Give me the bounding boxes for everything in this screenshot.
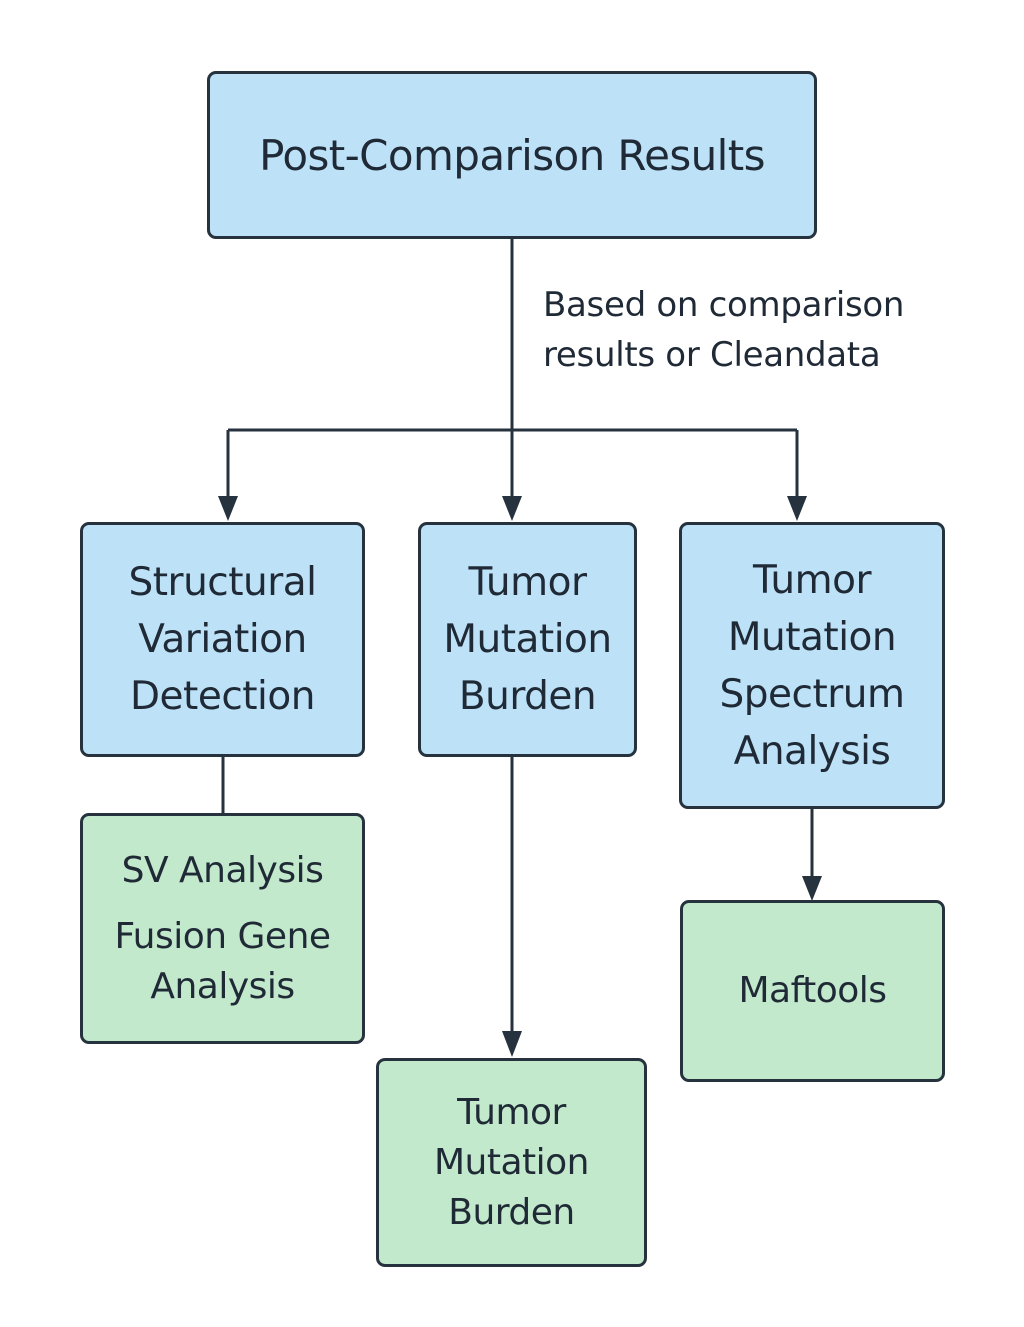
node-label-line: Post-Comparison Results bbox=[259, 130, 765, 180]
tool-sv-analysis: SV Analysis bbox=[121, 849, 324, 891]
node-label-line: Burden bbox=[448, 1191, 575, 1233]
arrowhead-to-tumor-mutation-spectrum bbox=[787, 496, 807, 521]
tool-fusion-gene-analysis: Analysis bbox=[150, 965, 295, 1007]
node-label-line: Maftools bbox=[738, 970, 887, 1011]
node-tumor-mutation-burden-tool: Tumor Mutation Burden bbox=[376, 1058, 647, 1267]
arrowhead-to-structural-variation bbox=[218, 496, 238, 521]
node-label-line: Mutation bbox=[433, 1141, 590, 1183]
arrowhead-to-maftools bbox=[802, 876, 822, 901]
node-label-line: Mutation bbox=[727, 614, 897, 660]
edge-label-line: Based on comparison bbox=[543, 285, 905, 325]
node-label-line: Spectrum bbox=[719, 671, 905, 717]
node-label-line: Detection bbox=[130, 674, 315, 719]
node-label-line: Structural bbox=[128, 560, 317, 605]
node-label-line: Burden bbox=[458, 674, 597, 719]
node-tumor-mutation-spectrum-analysis: Tumor Mutation Spectrum Analysis bbox=[679, 522, 945, 809]
edge-label-comparison-source: Based on comparison results or Cleandata bbox=[543, 280, 904, 380]
node-maftools: Maftools bbox=[680, 900, 945, 1082]
node-label-line: Tumor bbox=[468, 560, 587, 605]
edge-label-line: results or Cleandata bbox=[543, 335, 881, 375]
node-label-line: Mutation bbox=[443, 617, 612, 662]
node-sv-fusion-tools: SV Analysis Fusion Gene Analysis bbox=[80, 813, 365, 1044]
arrowhead-to-tmb-tool bbox=[502, 1031, 522, 1057]
node-label-line: Tumor bbox=[457, 1091, 566, 1133]
node-post-comparison-results: Post-Comparison Results bbox=[207, 71, 817, 239]
node-tumor-mutation-burden: Tumor Mutation Burden bbox=[418, 522, 637, 757]
tool-fusion-gene-analysis: Fusion Gene bbox=[114, 915, 331, 957]
node-label-line: Tumor bbox=[752, 557, 872, 603]
node-structural-variation-detection: Structural Variation Detection bbox=[80, 522, 365, 757]
node-label-line: Analysis bbox=[733, 728, 891, 774]
arrowhead-to-tumor-mutation-burden bbox=[502, 496, 522, 521]
node-label-line: Variation bbox=[138, 617, 307, 662]
